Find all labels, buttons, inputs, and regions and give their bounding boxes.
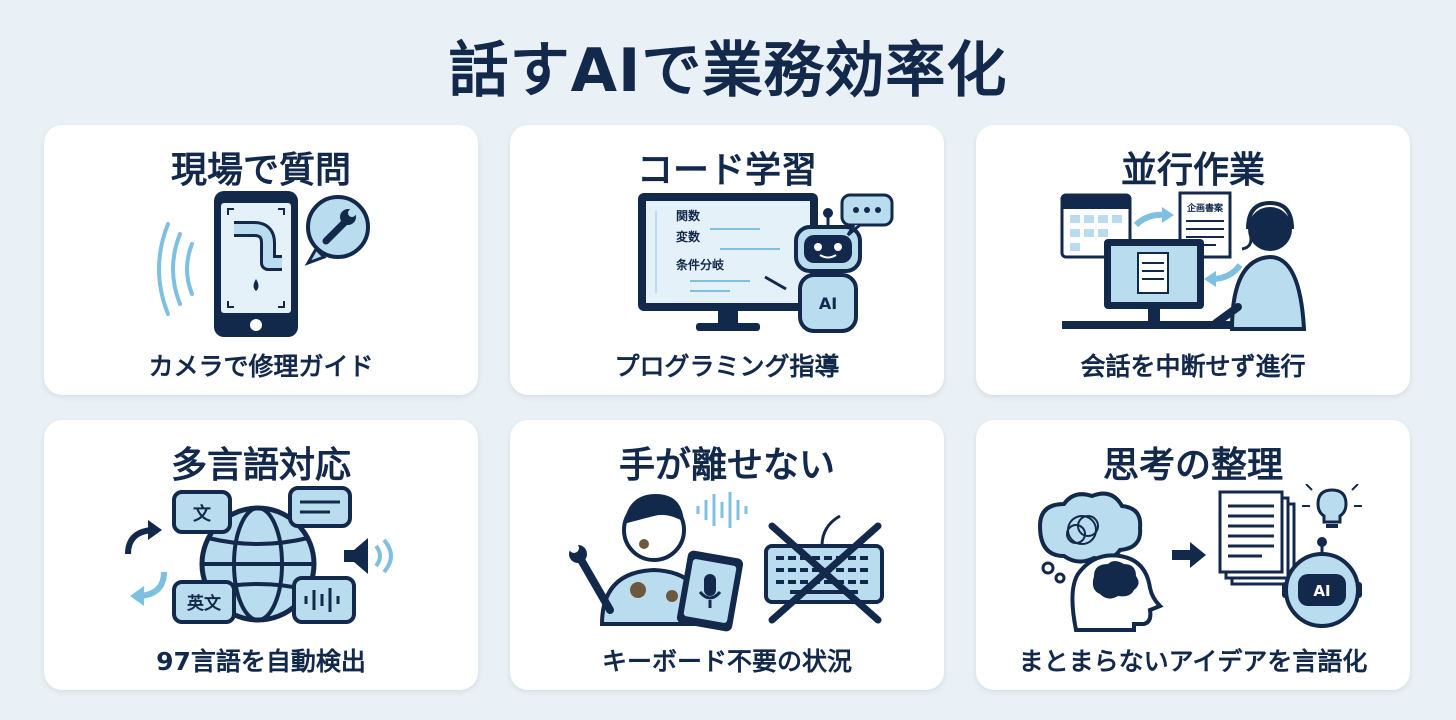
card-heading: 多言語対応	[170, 445, 351, 486]
audio-bubble-icon	[292, 576, 356, 624]
robot-icon: AI	[1282, 537, 1362, 628]
code-line-2: 変数	[676, 229, 701, 244]
card-heading: 手が離せない	[618, 445, 835, 486]
thought-organize-illustration: AI	[1037, 484, 1362, 632]
tablet-mic-icon	[676, 550, 744, 632]
card-hands-busy: 手が離せない	[510, 420, 944, 690]
wrench-bubble-icon	[304, 195, 370, 266]
voice-wave-icon	[696, 492, 748, 528]
card-caption: キーボード不要の状況	[601, 647, 852, 676]
arrow-right-icon	[1133, 207, 1174, 228]
chat-bubble-icon	[840, 193, 894, 237]
bubble-b-label: 英文	[187, 593, 222, 614]
documents-icon	[1218, 490, 1296, 586]
card-heading: 思考の整理	[1102, 445, 1283, 486]
hands-busy-illustration	[569, 492, 884, 632]
code-line-1: 関数	[676, 208, 701, 223]
doc-label: 企画書案	[1186, 202, 1224, 214]
page-title: 話すAIで業務効率化	[448, 36, 1008, 106]
monitor-icon: 関数 変数 条件分岐	[638, 193, 818, 331]
headset-person-icon	[1212, 200, 1307, 331]
worker-icon	[599, 494, 709, 626]
language-bubble-icon: 文	[172, 490, 232, 534]
head-brain-icon	[1070, 553, 1164, 632]
card-caption: プログラミング指導	[614, 352, 840, 381]
monitor-robot-illustration: 関数 変数 条件分岐	[638, 193, 894, 333]
pipe-icon	[234, 221, 282, 291]
wrench-icon	[569, 543, 614, 614]
robot-label: AI	[819, 294, 837, 313]
card-caption: 97言語を自動検出	[156, 647, 366, 676]
bubble-a-label: 文	[193, 503, 212, 525]
thought-cloud-icon	[1037, 491, 1143, 584]
card-heading: 並行作業	[1120, 150, 1265, 191]
card-caption: まとまらないアイデアを言語化	[1018, 647, 1368, 676]
language-bubble-icon: 英文	[172, 580, 236, 624]
parallel-work-illustration: 企画書案	[1060, 191, 1307, 331]
speaker-icon	[344, 538, 393, 574]
robot-label: AI	[1313, 582, 1330, 600]
card-code-learning: コード学習 関数 変数 条件分岐	[510, 125, 944, 395]
card-organize-thoughts: 思考の整理	[976, 420, 1410, 690]
card-grid: 現場で質問	[44, 125, 1410, 690]
refresh-arrows-icon	[125, 520, 167, 606]
card-caption: 会話を中断せず進行	[1080, 352, 1306, 381]
sound-waves-icon	[157, 222, 194, 316]
lightbulb-icon	[1302, 484, 1362, 528]
arrow-right-icon	[1172, 542, 1206, 568]
phone-repair-illustration	[157, 191, 370, 337]
keyboard-crossed-icon	[764, 514, 884, 624]
arrow-left-icon	[1204, 263, 1243, 287]
text-bubble-icon	[288, 486, 352, 528]
robot-icon: AI	[764, 208, 862, 333]
card-field-question: 現場で質問	[44, 125, 478, 395]
desk-monitor-icon	[1062, 239, 1292, 329]
globe-language-illustration: 文 英文	[125, 486, 393, 624]
code-line-3: 条件分岐	[675, 257, 725, 272]
smartphone-icon	[214, 191, 298, 337]
card-parallel-work: 並行作業	[976, 125, 1410, 395]
card-heading: コード学習	[636, 150, 817, 191]
card-caption: カメラで修理ガイド	[148, 352, 374, 381]
card-multilingual: 多言語対応 文	[44, 420, 478, 690]
card-heading: 現場で質問	[170, 150, 351, 191]
